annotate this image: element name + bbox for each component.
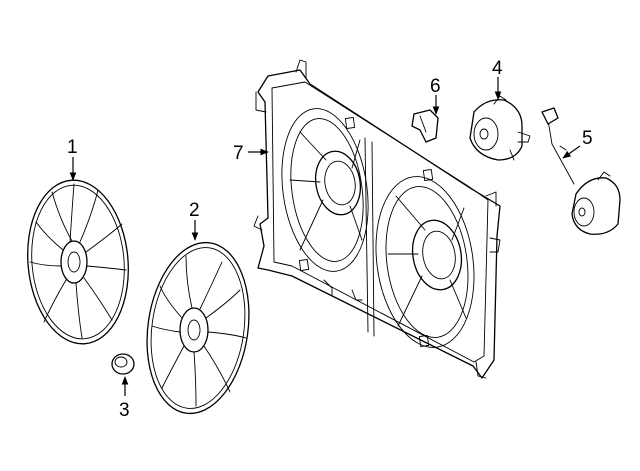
callout-1: 1 xyxy=(67,137,78,158)
fan-blade-left xyxy=(27,179,129,345)
fan-hub-cap xyxy=(111,353,135,375)
callout-4: 4 xyxy=(492,58,503,79)
callout-3: 3 xyxy=(119,400,130,421)
leader-5 xyxy=(562,145,581,159)
fan-motor xyxy=(469,95,531,161)
callout-7: 7 xyxy=(233,143,244,164)
callout-2: 2 xyxy=(189,200,200,221)
fan-blade-right xyxy=(146,241,250,415)
callout-5: 5 xyxy=(582,128,593,149)
clip xyxy=(411,109,439,143)
fan-motor-with-harness xyxy=(541,107,621,235)
fan-shroud xyxy=(253,59,501,379)
callout-6: 6 xyxy=(430,76,441,97)
